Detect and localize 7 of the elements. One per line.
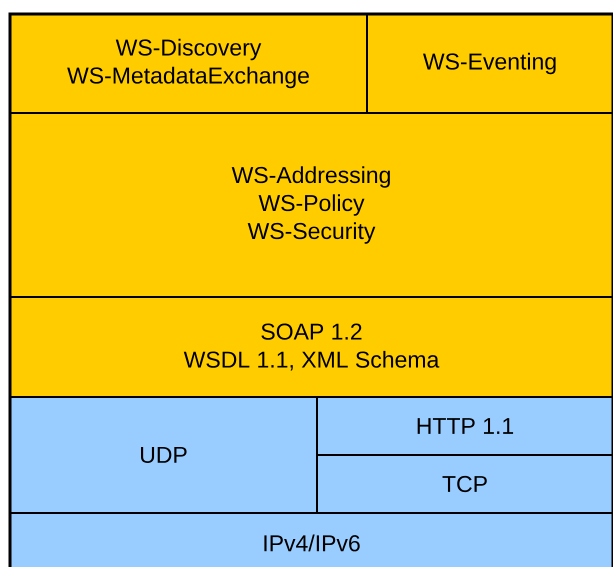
layer-box: HTTP 1.1 [316, 396, 613, 456]
layer-box: WS-Discovery WS-MetadataExchange [9, 13, 368, 114]
layer-box: WS-Eventing [366, 13, 613, 114]
layer-box: SOAP 1.2 WSDL 1.1, XML Schema [9, 296, 613, 398]
layer-box: UDP [9, 396, 318, 514]
layer-box: IPv4/IPv6 [9, 512, 613, 567]
layer-box: TCP [316, 454, 613, 514]
